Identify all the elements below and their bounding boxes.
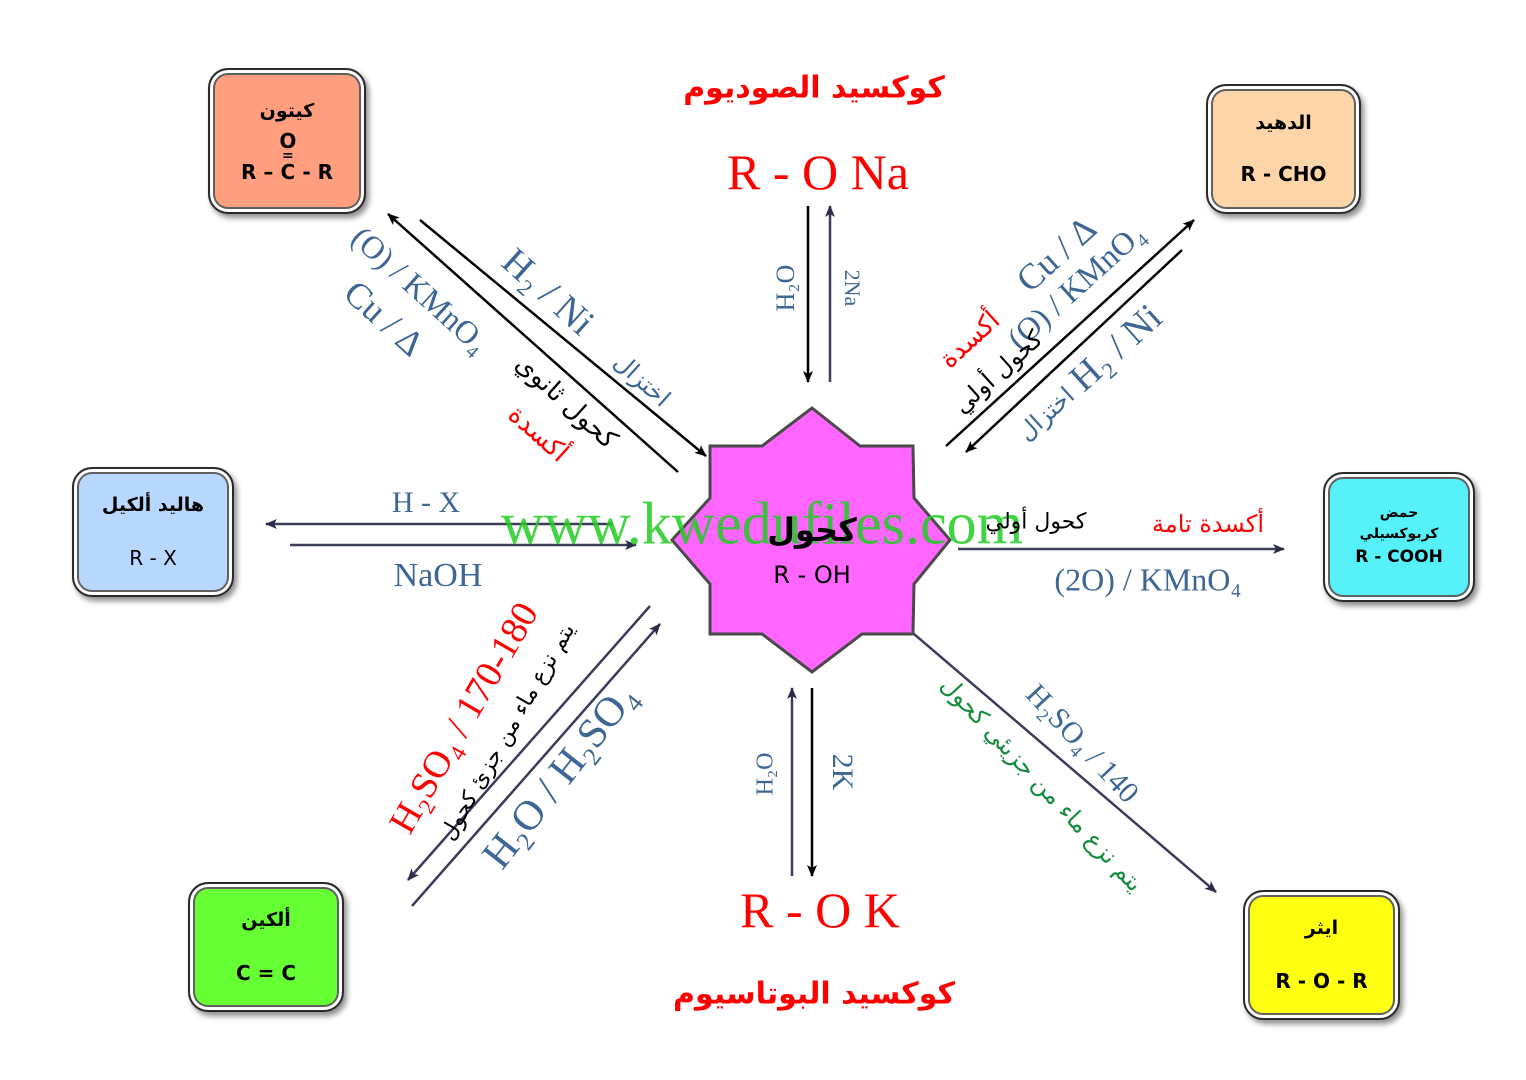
- arrow-to-ether: [913, 633, 1217, 893]
- aldehyde-name: الدهيد: [1255, 111, 1312, 134]
- watermark: www.kwedufiles.com: [500, 490, 1024, 557]
- alkyl-halide-name: هاليد ألكيل: [101, 493, 205, 516]
- ketone-double-bond: =: [281, 147, 294, 164]
- alkene-name: ألكين: [241, 908, 291, 931]
- arrow-to-alkene: [407, 605, 651, 881]
- carboxylic-acid-box: حمض كربوكسيلي R - COOH: [1323, 472, 1475, 602]
- ether-name: ايثر: [1304, 916, 1339, 939]
- alcohol-star: [669, 406, 952, 674]
- arrow-to-ketone: [387, 213, 679, 473]
- potassium-title: كوكسيد البوتاسيوم: [673, 976, 955, 1012]
- aldehyde-formula: R - CHO: [1240, 162, 1327, 187]
- arrow-to-aldehyde: [945, 219, 1195, 447]
- acid-reagent: (2O) / KMnO₄: [1054, 561, 1242, 598]
- ketone-right: - R: [302, 159, 334, 184]
- sodium-water-label: H₂O: [771, 264, 800, 312]
- acid-primary-alcohol: كحول أولي: [985, 509, 1087, 535]
- sodium-title: كوكسيد الصوديوم: [683, 70, 945, 106]
- alkyl-halide-formula: R - X: [129, 546, 177, 571]
- alkyl-halide-box: هاليد ألكيل R - X: [72, 467, 234, 597]
- acid-name-1: حمض: [1379, 505, 1419, 522]
- halide-reverse-reagent: NaOH: [393, 557, 483, 594]
- potassium-k-label: 2K: [826, 753, 859, 791]
- arrow-from-alkene: [411, 623, 661, 907]
- alcohol-name: كحول: [767, 511, 857, 549]
- aldehyde-box: الدهيد R - CHO: [1206, 84, 1361, 214]
- sodium-formula: R - O Na: [727, 144, 909, 200]
- halide-forward-reagent: H - X: [391, 486, 461, 519]
- ether-formula: R - O - R: [1275, 969, 1368, 994]
- ether-box: ايثر R - O - R: [1243, 890, 1400, 1020]
- arrow-from-aldehyde: [965, 249, 1183, 453]
- potassium-formula: R - O K: [740, 882, 900, 938]
- arrow-from-ketone: [419, 219, 707, 457]
- alkene-box: ألكين C = C: [188, 882, 344, 1012]
- acid-name-2: كربوكسيلي: [1359, 526, 1439, 543]
- acid-formula: R - COOH: [1355, 547, 1443, 568]
- alcohol-formula: R - OH: [773, 561, 851, 589]
- alkene-formula: C = C: [235, 961, 297, 986]
- potassium-water-label: H₂O: [752, 752, 779, 796]
- ketone-name: كيتون: [259, 100, 315, 122]
- ketone-structure: O = R – C - R: [241, 131, 333, 182]
- ketone-carbon: C: [280, 159, 296, 184]
- acid-complete-oxidation: أكسدة تامة: [1151, 510, 1265, 538]
- sodium-na-label: 2Na: [840, 269, 865, 307]
- ketone-box: كيتون O = R – C - R: [208, 68, 366, 214]
- alcohol-node: كحول R - OH: [767, 511, 857, 589]
- ketone-oxygen: O: [279, 128, 297, 153]
- ketone-left: R –: [240, 159, 274, 184]
